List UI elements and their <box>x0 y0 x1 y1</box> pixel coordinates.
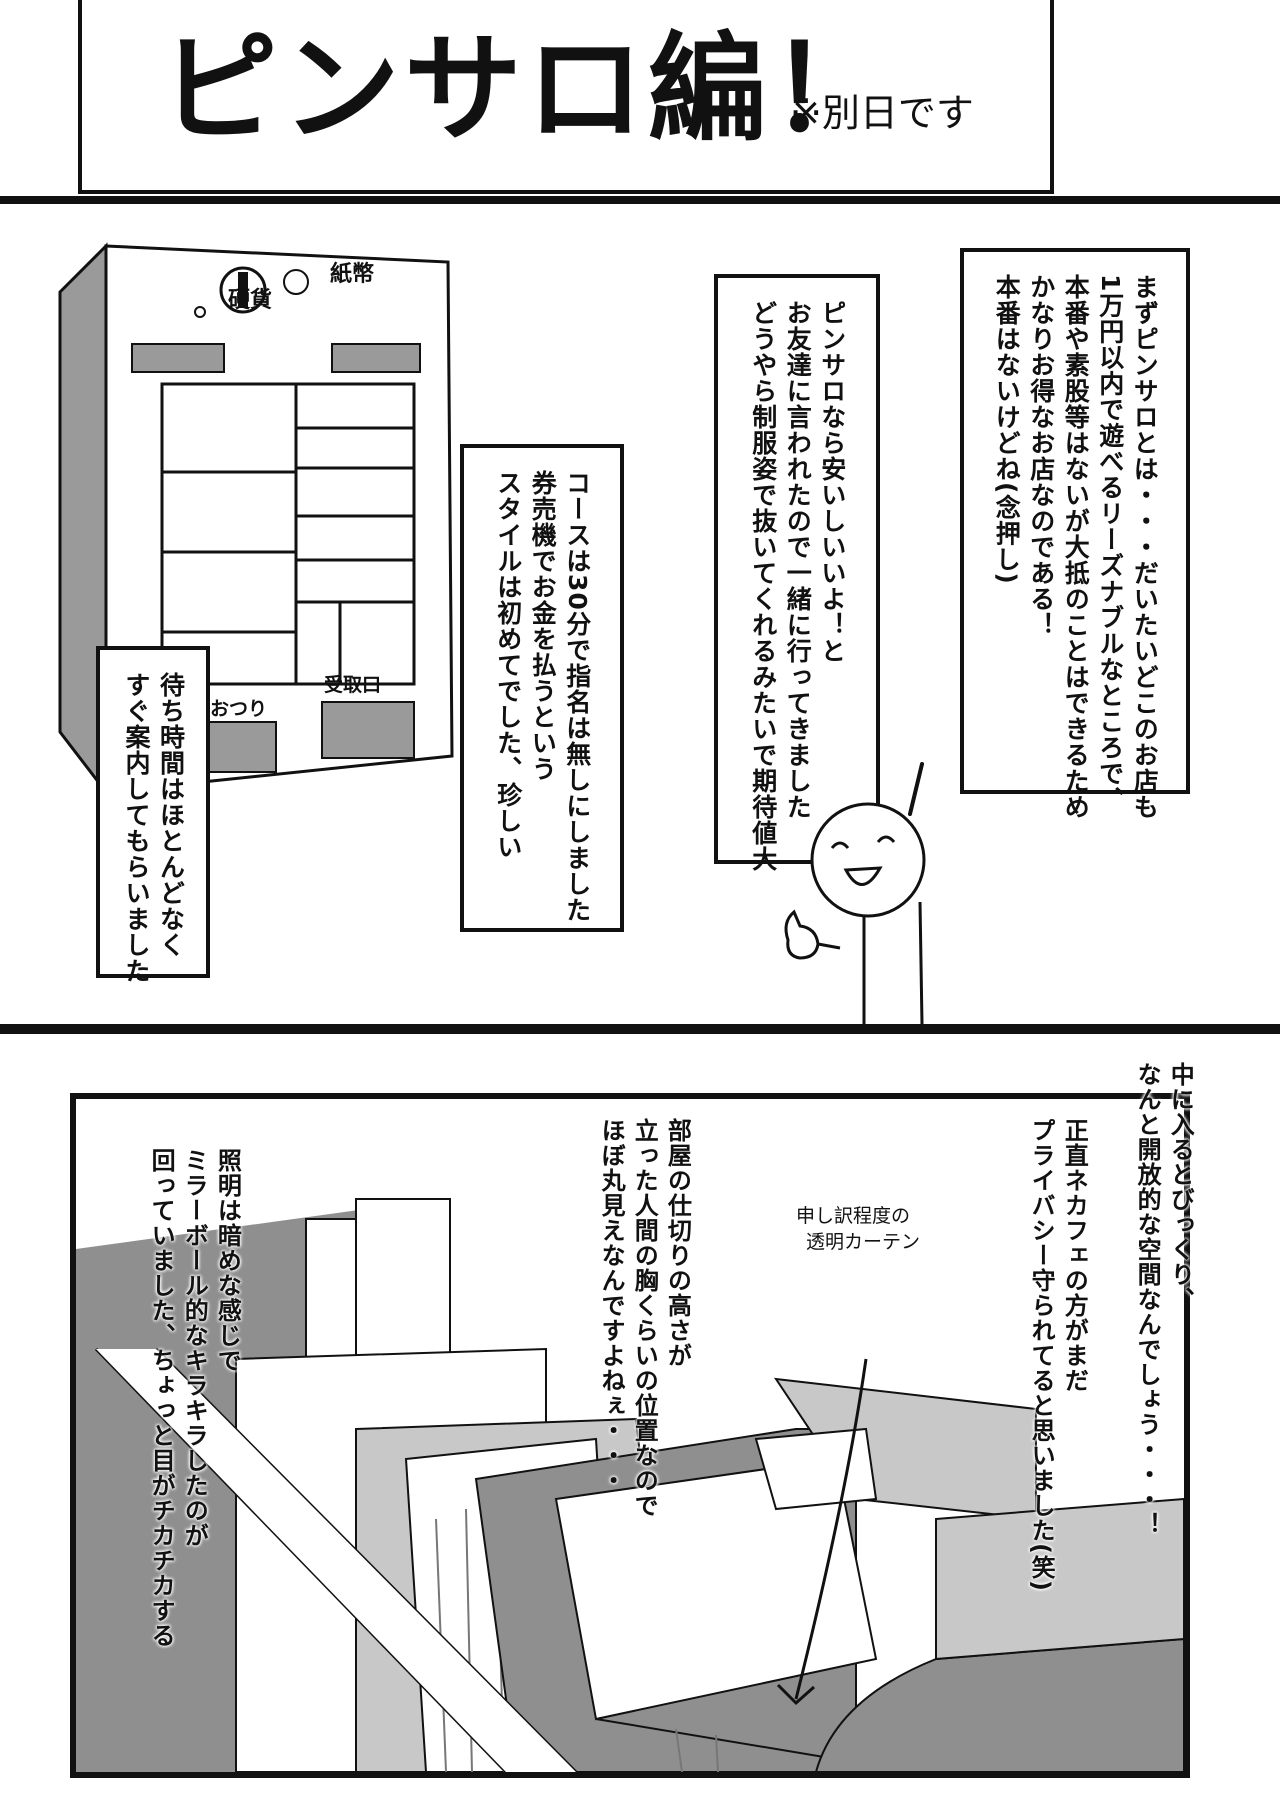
top-divider <box>0 196 1280 204</box>
title-frame <box>78 0 1054 194</box>
panel-ticket-machine: 硬貨 紙幣 おつり 受取口 まずピンサロとは・・・だいたいどこのお店も 1万円以… <box>0 204 1280 1024</box>
change-label: おつり <box>210 698 268 720</box>
bill-label: 紙幣 <box>330 262 375 287</box>
middle-divider <box>0 1024 1280 1034</box>
wait-text: 待ち時間はほとんどなく すぐ案内してもらいました <box>122 672 186 984</box>
text-lighting: 照明は暗めな感じで ミラーボール的なキラキラしたのが 回っていました、ちょっと目… <box>147 1148 242 1648</box>
textbox-course: コースは30分で指名は無しにしました 券売機でお金を払うという スタイルは初めて… <box>460 444 624 932</box>
text-open-space: 中に入るとびっくり、 なんと開放的な空間なんでしょう・・・！ <box>1133 1062 1195 1537</box>
text-netcafe: 正直ネカフェの方がまだ プライバシー守られてると思いました(笑) <box>1027 1118 1089 1592</box>
course-text: コースは30分で指名は無しにしました 券売機でお金を払うという スタイルは初めて… <box>493 470 592 923</box>
title-note: ※別日です <box>790 91 974 135</box>
intro-text: まずピンサロとは・・・だいたいどこのお店も 1万円以内で遊べるリーズナブルなとこ… <box>992 274 1160 820</box>
room-illustration <box>76 1099 1184 1772</box>
curtain-label-line1: 申し訳程度の <box>796 1205 911 1227</box>
curtain-label-line2: 透明カーテン <box>806 1231 921 1253</box>
text-partition-height: 部屋の仕切りの高さが 立った人間の胸くらいの位置なので ほぼ丸見えなんですよねぇ… <box>597 1118 692 1518</box>
textbox-intro: まずピンサロとは・・・だいたいどこのお店も 1万円以内で遊べるリーズナブルなとこ… <box>960 248 1190 820</box>
panel-room: 申し訳程度の 透明カーテン <box>70 1093 1190 1778</box>
coin-label: 硬貨 <box>228 288 273 313</box>
friend-text: ピンサロなら安いしいいよ！と お友達に言われたので一緒に行ってきました どうやら… <box>748 300 847 872</box>
receive-label: 受取口 <box>324 674 382 696</box>
textbox-friend: ピンサロなら安いしいいよ！と お友達に言われたので一緒に行ってきました どうやら… <box>714 274 880 872</box>
character-illustration <box>784 762 926 1024</box>
textbox-wait: 待ち時間はほとんどなく すぐ案内してもらいました <box>96 646 210 984</box>
page-title: ピンサロ編！ <box>160 20 893 158</box>
